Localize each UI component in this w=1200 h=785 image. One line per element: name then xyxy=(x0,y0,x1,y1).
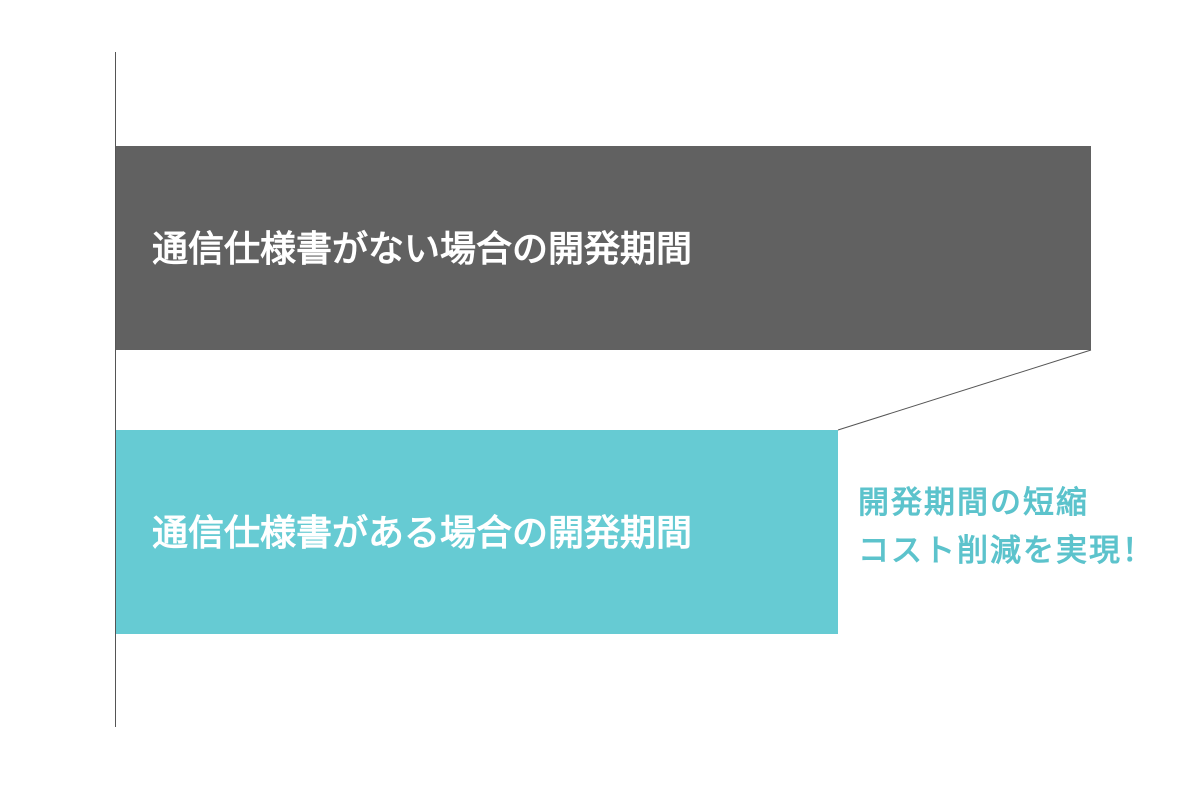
bar-2 xyxy=(116,430,838,634)
annotation-line-2: コスト削減を実現！ xyxy=(858,533,1155,569)
annotation-line-1: 開発期間の短縮 xyxy=(858,485,1089,521)
bar-label-2: 通信仕様書がある場合の開発期間 xyxy=(152,513,692,554)
reduction-connector-line xyxy=(837,349,1092,431)
bar-1 xyxy=(116,146,1091,350)
bar-label-1: 通信仕様書がない場合の開発期間 xyxy=(152,229,692,270)
